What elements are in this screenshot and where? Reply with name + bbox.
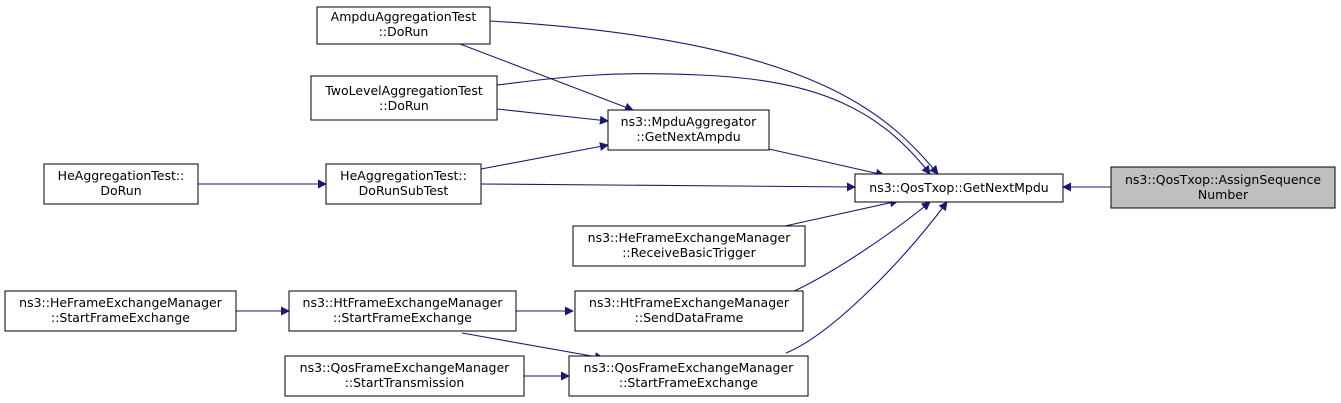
node-twolevel-aggregation-test[interactable]: TwoLevelAggregationTest ::DoRun — [310, 75, 498, 121]
node-he-fem-start-frame-exchange[interactable]: ns3::HeFrameExchangeManager ::StartFrame… — [4, 290, 237, 332]
edge-getnextmpdu-to-ampdu-test — [489, 20, 939, 175]
node-qos-fem-start-transmission[interactable]: ns3::QosFrameExchangeManager ::StartTran… — [284, 355, 525, 397]
node-label-line2: ::StartTransmission — [345, 375, 465, 390]
edge-getnextmpdu-to-twolevel-test — [496, 73, 931, 175]
edges — [198, 20, 1111, 381]
node-label-line2: ::StartFrameExchange — [333, 310, 472, 325]
edge-getnextmpdu-to-mpdu-aggregator — [768, 148, 885, 178]
node-qos-fem-start-frame-exchange[interactable]: ns3::QosFrameExchangeManager ::StartFram… — [568, 355, 809, 397]
node-label-line1: ns3::HtFrameExchangeManager — [303, 295, 504, 310]
node-qos-txop-get-next-mpdu[interactable]: ns3::QosTxop::GetNextMpdu — [854, 173, 1064, 203]
node-label-line1: TwoLevelAggregationTest — [324, 83, 483, 98]
node-he-fem-receive-basic-trigger[interactable]: ns3::HeFrameExchangeManager ::ReceiveBas… — [572, 225, 806, 267]
node-label-line1: ns3::HtFrameExchangeManager — [589, 295, 790, 310]
node-label-line1: ns3::QosFrameExchangeManager — [300, 360, 510, 375]
node-label-line1: HeAggregationTest:: — [340, 168, 467, 183]
edge-mpdu-aggregator-to-he-subtest — [480, 142, 609, 170]
node-he-aggregation-test-dorun[interactable]: HeAggregationTest:: DoRun — [43, 163, 199, 205]
node-label-line2: Number — [1198, 187, 1249, 202]
node-label-line1: ns3::QosTxop::AssignSequence — [1125, 172, 1321, 187]
node-label-line2: ::DoRun — [379, 98, 429, 113]
node-label-line1: AmpduAggregationTest — [331, 9, 477, 24]
node-label-line2: ::GetNextAmpdu — [636, 129, 740, 144]
node-ht-fem-start-frame-exchange[interactable]: ns3::HtFrameExchangeManager ::StartFrame… — [288, 290, 517, 332]
node-label-line2: DoRunSubTest — [359, 183, 449, 198]
node-label-line1: ns3::MpduAggregator — [621, 114, 758, 129]
node-qos-txop-assign-sequence-number: ns3::QosTxop::AssignSequence Number — [1110, 166, 1336, 209]
edge-getnextmpdu-to-qos-fem-start — [785, 201, 948, 354]
node-label-line1: ns3::QosFrameExchangeManager — [584, 360, 794, 375]
node-ht-fem-send-data-frame[interactable]: ns3::HtFrameExchangeManager ::SendDataFr… — [574, 290, 804, 332]
node-label-line1: ns3::HeFrameExchangeManager — [19, 295, 223, 310]
edge-mpdu-aggregator-to-ampdu-test — [459, 43, 634, 112]
node-label-line1: HeAggregationTest:: — [58, 168, 185, 183]
node-label: ns3::QosTxop::GetNextMpdu — [869, 180, 1048, 195]
edge-getnextmpdu-to-ht-fem-send — [789, 201, 931, 294]
edge-mpdu-aggregator-to-twolevel-test — [496, 108, 609, 125]
node-label-line2: ::StartFrameExchange — [619, 375, 758, 390]
node-label-line1: ns3::HeFrameExchangeManager — [588, 230, 792, 245]
edge-qos-fem-start-to-ht-fem-start — [461, 332, 604, 362]
node-label-line2: ::StartFrameExchange — [51, 310, 190, 325]
edge-getnextmpdu-to-he-subtest — [480, 182, 856, 192]
node-label-line2: DoRun — [100, 183, 141, 198]
node-mpdu-aggregator[interactable]: ns3::MpduAggregator ::GetNextAmpdu — [607, 109, 770, 151]
node-label-line2: ::DoRun — [379, 24, 429, 39]
edge-getnextmpdu-to-he-fem-trigger — [784, 198, 899, 227]
node-label-line2: ::SendDataFrame — [635, 310, 744, 325]
node-ampdu-aggregation-test[interactable]: AmpduAggregationTest ::DoRun — [316, 6, 491, 45]
node-he-aggregation-test-subtest[interactable]: HeAggregationTest:: DoRunSubTest — [325, 163, 482, 205]
node-label-line2: ::ReceiveBasicTrigger — [622, 245, 756, 260]
